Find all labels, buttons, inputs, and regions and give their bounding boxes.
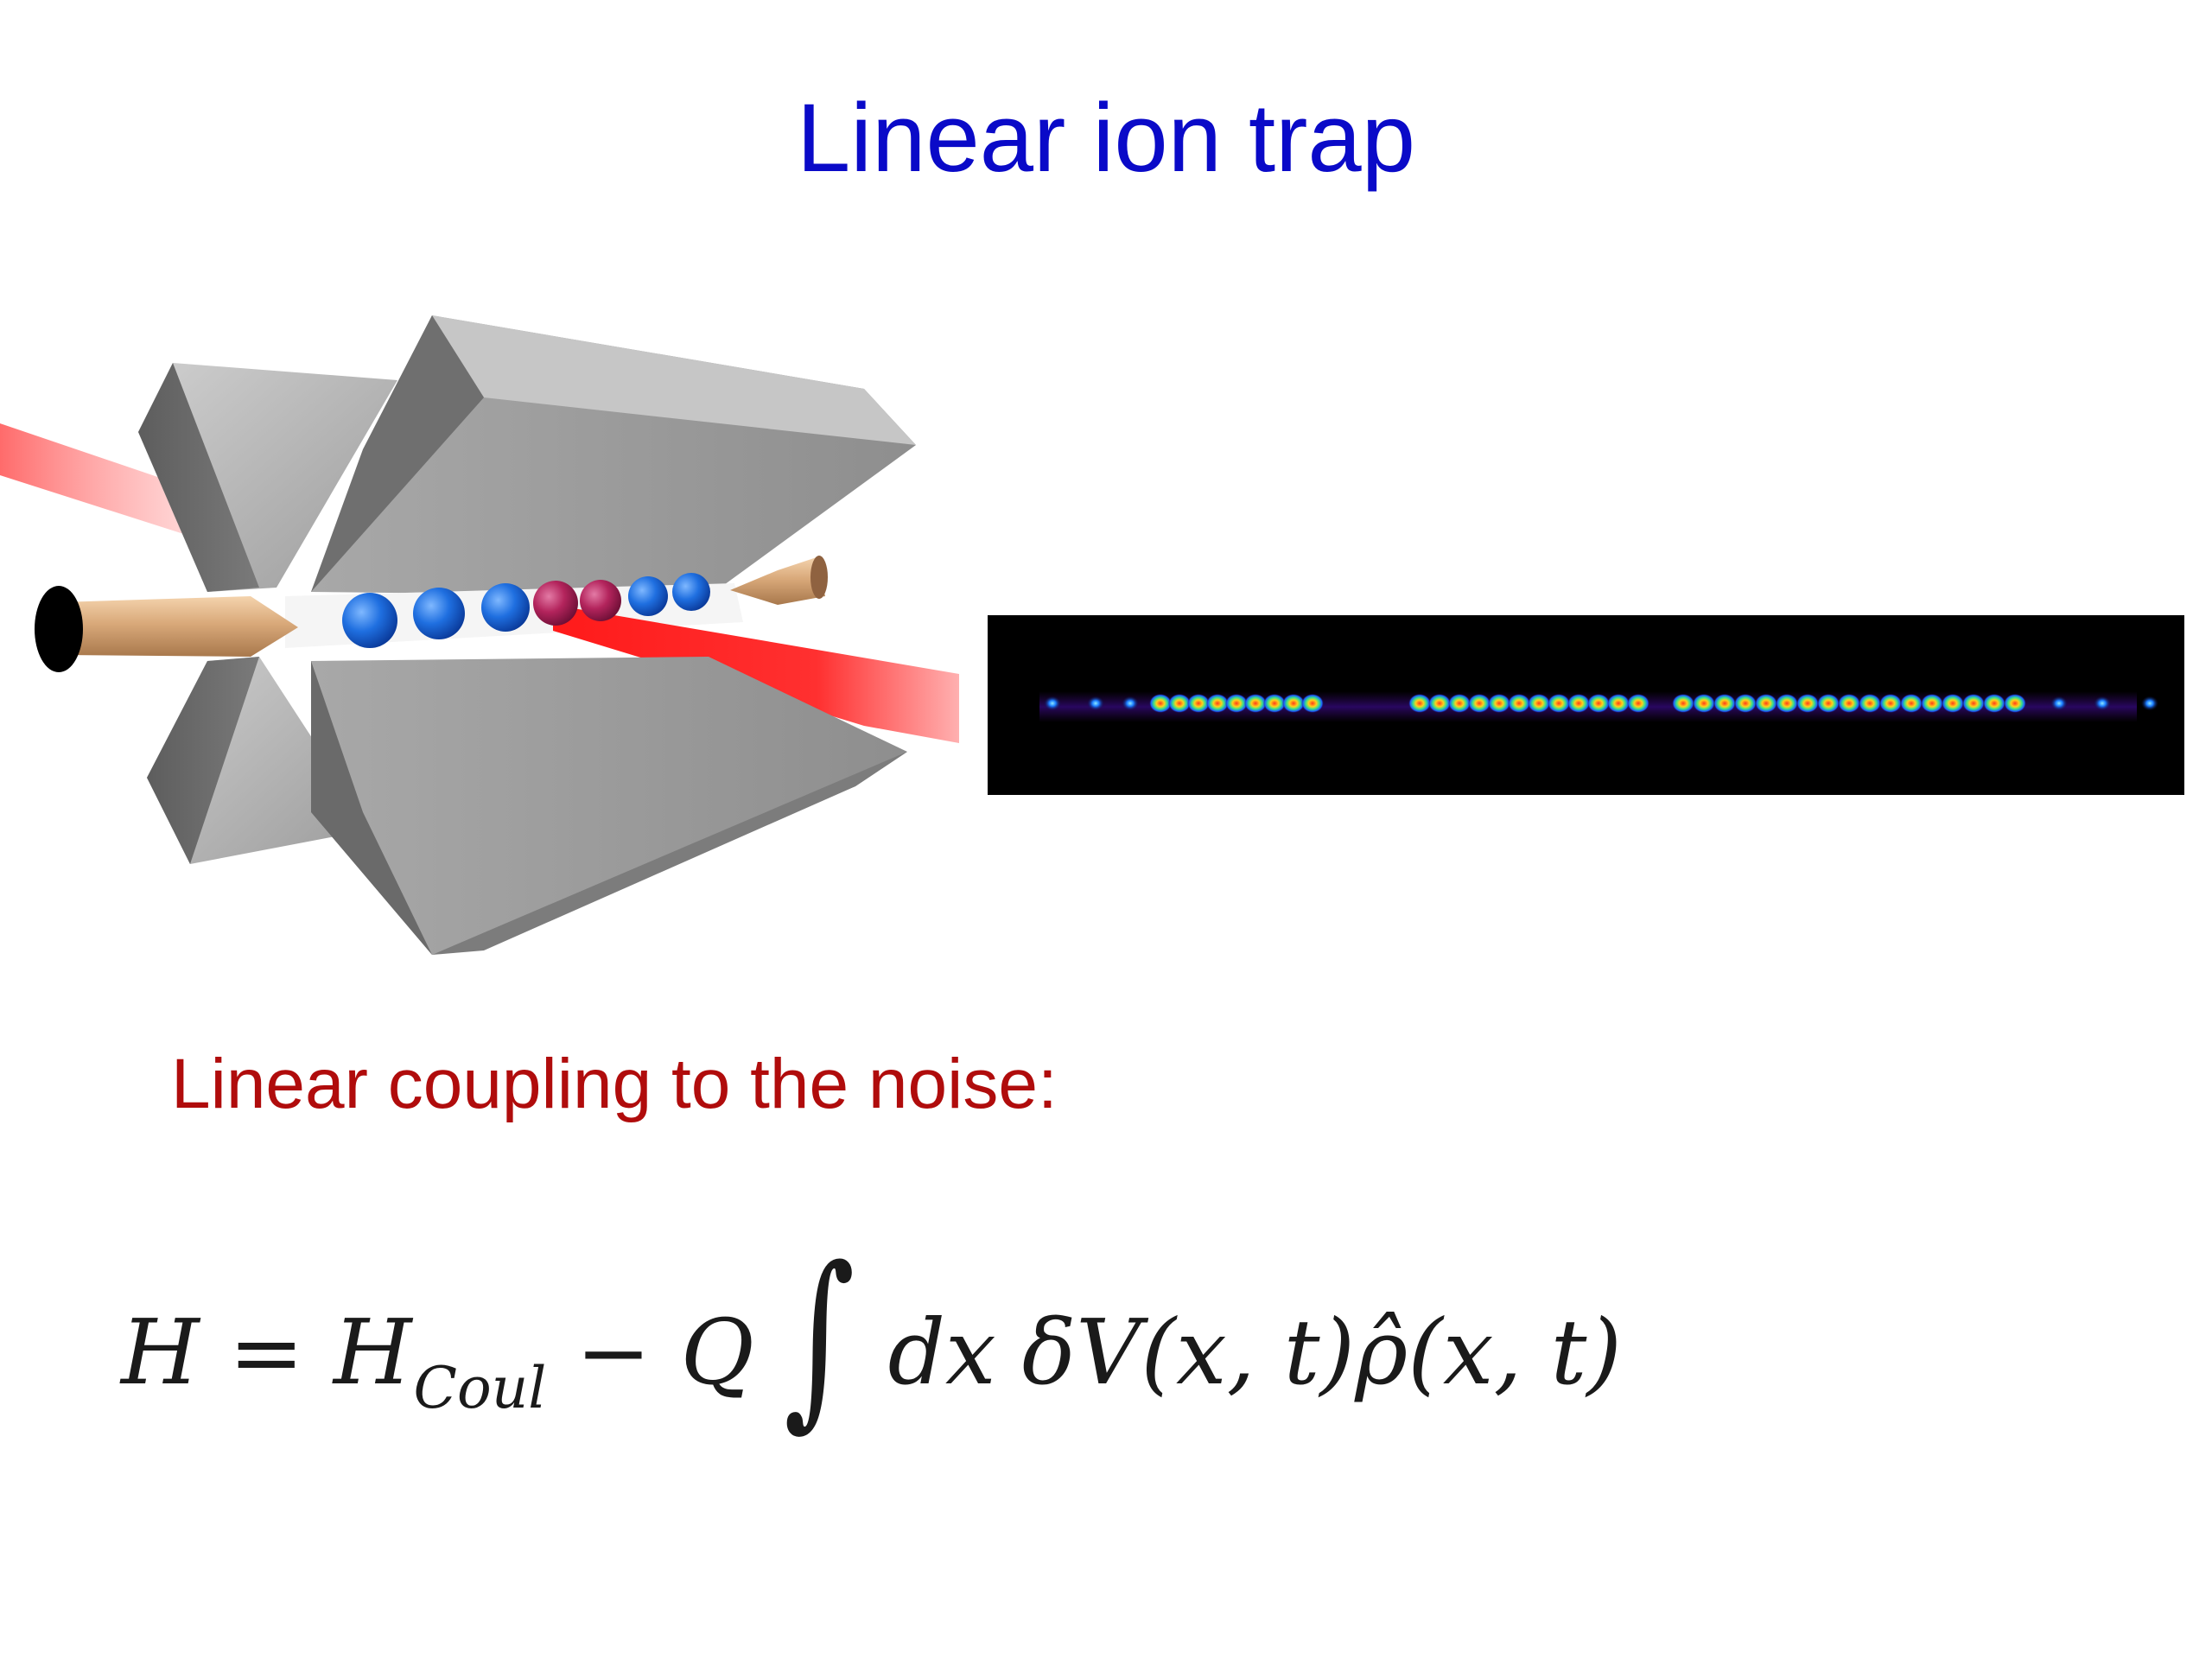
eq-differential: dx bbox=[887, 1300, 996, 1405]
ion-spot bbox=[1776, 693, 1798, 714]
ion-spot bbox=[1838, 693, 1860, 714]
ion-spot bbox=[1408, 693, 1431, 714]
ion-chain bbox=[342, 573, 710, 648]
ion-spot bbox=[1149, 693, 1172, 714]
ion-spot bbox=[2094, 696, 2111, 711]
ion-spot bbox=[2004, 693, 2026, 714]
ion-spot bbox=[1282, 693, 1305, 714]
ion-spot bbox=[2141, 696, 2158, 711]
eq-rho-hat: ρ̂ bbox=[1355, 1300, 1408, 1405]
ion-spot bbox=[1187, 693, 1210, 714]
endcap-left bbox=[35, 586, 298, 672]
ion-fluorescence-image bbox=[988, 615, 2184, 795]
ion bbox=[481, 583, 530, 632]
ion-spot bbox=[1548, 693, 1570, 714]
laser-beam-right bbox=[553, 605, 959, 743]
ion-spot bbox=[1168, 693, 1191, 714]
ion-spot bbox=[1713, 693, 1736, 714]
ion-spot bbox=[1693, 693, 1715, 714]
eq-lhs: H bbox=[121, 1300, 200, 1405]
electrode-lower-right bbox=[311, 657, 907, 955]
eq-args-2: (x, t) bbox=[1408, 1300, 1622, 1405]
ion-spot bbox=[1900, 693, 1923, 714]
ion bbox=[342, 593, 397, 648]
ion-spot bbox=[1488, 693, 1510, 714]
ion-spot bbox=[1567, 693, 1590, 714]
ion-spot bbox=[1607, 693, 1630, 714]
ion-spot bbox=[1587, 693, 1610, 714]
linear-paul-trap-illustration bbox=[0, 315, 959, 955]
ion-spot bbox=[1206, 693, 1229, 714]
eq-integral: ∫ bbox=[783, 1226, 855, 1447]
ion-spot bbox=[1244, 693, 1267, 714]
ion-spot bbox=[1087, 696, 1104, 711]
ion bbox=[580, 580, 621, 621]
ion-spot bbox=[1508, 693, 1530, 714]
eq-h-coul-subscript: Coul bbox=[413, 1355, 547, 1421]
ion-spot bbox=[1468, 693, 1491, 714]
ion-spot bbox=[1528, 693, 1550, 714]
ion-spot bbox=[1225, 693, 1248, 714]
endcap-right bbox=[730, 556, 828, 605]
ion-spot bbox=[1428, 693, 1451, 714]
ion-spot bbox=[1448, 693, 1471, 714]
ion-spot bbox=[1122, 696, 1139, 711]
ion bbox=[672, 573, 710, 611]
ion-spot bbox=[1672, 693, 1694, 714]
eq-equals: = bbox=[228, 1300, 304, 1405]
ion-spot bbox=[1817, 693, 1840, 714]
eq-charge: Q bbox=[680, 1300, 754, 1405]
ion-spot bbox=[1044, 696, 1061, 711]
ion-spot bbox=[1755, 693, 1777, 714]
ion-crystal-spots bbox=[1044, 693, 2158, 714]
subtitle: Linear coupling to the noise: bbox=[171, 1045, 1058, 1123]
ion bbox=[533, 581, 578, 626]
ion-spot bbox=[1942, 693, 1964, 714]
slide-title: Linear ion trap bbox=[796, 84, 1416, 192]
ion-spot bbox=[2050, 696, 2068, 711]
ion-spot bbox=[1734, 693, 1757, 714]
ion-spot bbox=[1796, 693, 1819, 714]
ion-spot bbox=[1263, 693, 1286, 714]
ion bbox=[628, 576, 668, 616]
ion-spot bbox=[1983, 693, 2005, 714]
ion-spot bbox=[1627, 693, 1649, 714]
ion-spot bbox=[1859, 693, 1881, 714]
eq-args-1: (x, t) bbox=[1141, 1300, 1356, 1405]
ion-spot bbox=[1921, 693, 1943, 714]
ion-spot bbox=[1962, 693, 1985, 714]
ion-spot bbox=[1879, 693, 1902, 714]
ion bbox=[413, 588, 465, 639]
eq-delta-v: δV bbox=[1021, 1300, 1141, 1405]
eq-minus: − bbox=[575, 1300, 652, 1405]
laser-beam-left bbox=[0, 423, 216, 544]
ion-spot bbox=[1301, 693, 1324, 714]
eq-h-coul: H bbox=[333, 1300, 412, 1405]
